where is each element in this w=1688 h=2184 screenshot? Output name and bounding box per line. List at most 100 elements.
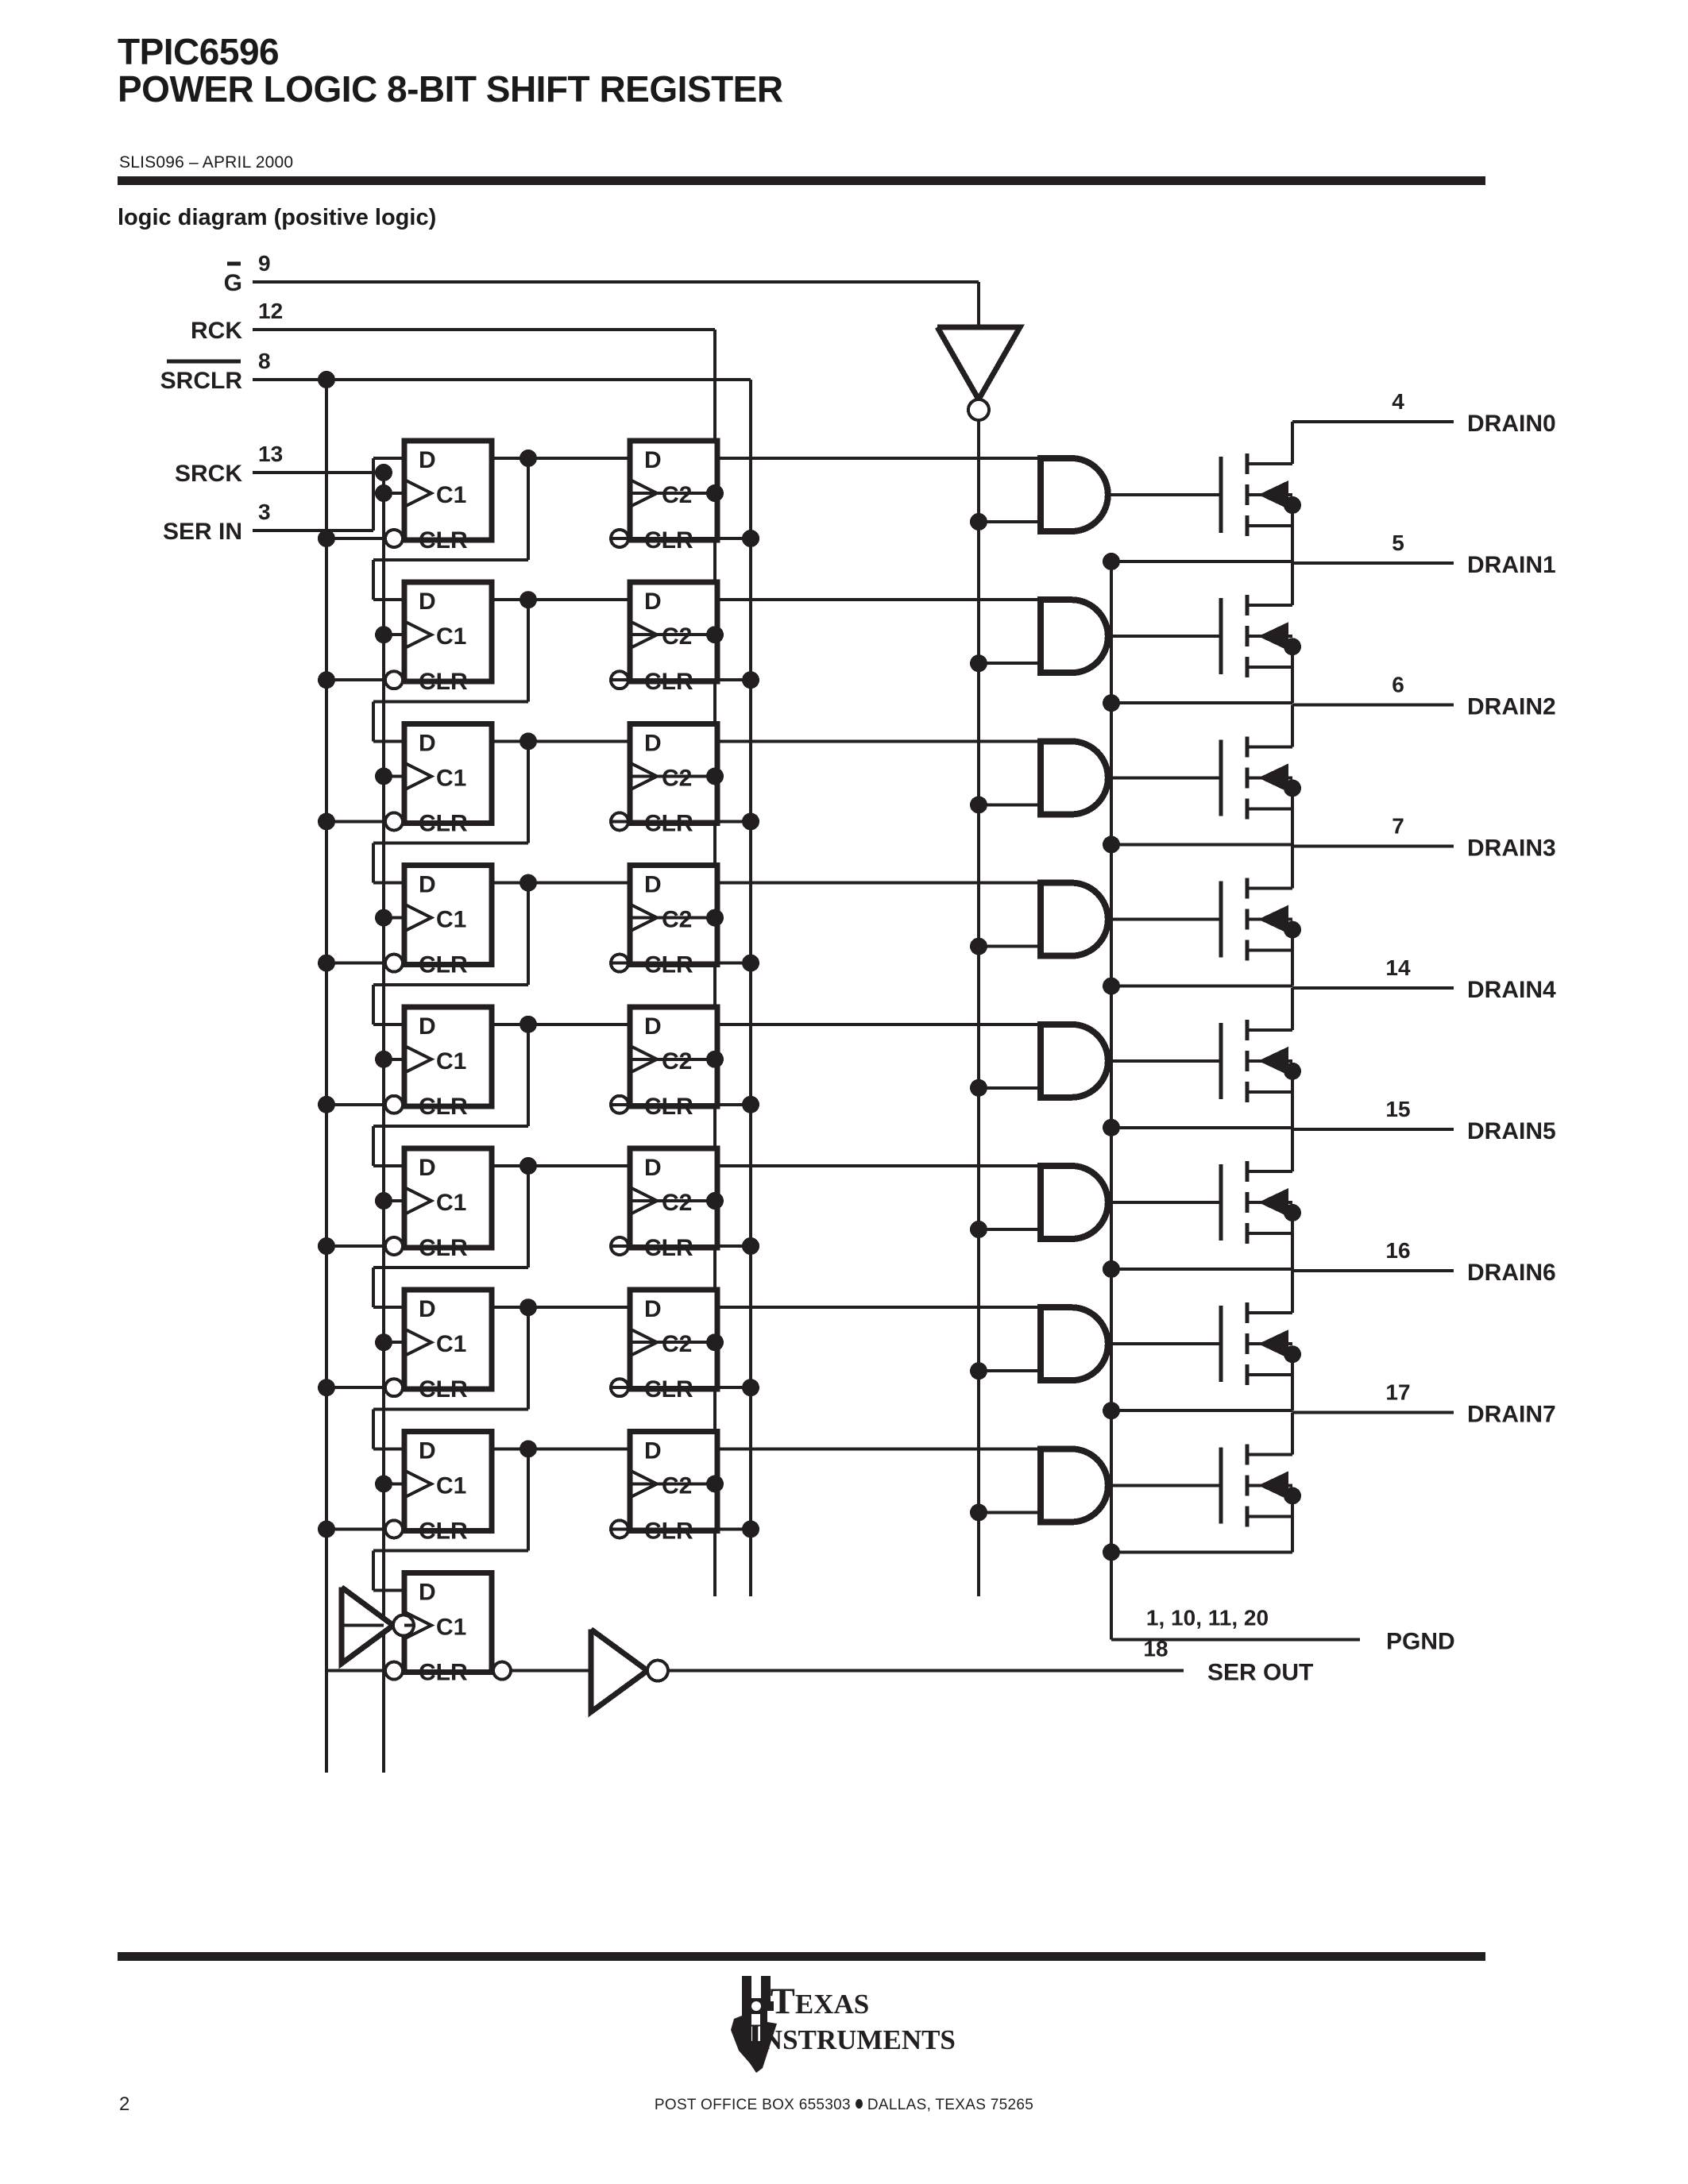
output-pin-number: 7 xyxy=(1392,814,1404,839)
ff-c2-label: C2 xyxy=(662,623,692,650)
shift-flipflop xyxy=(401,1428,495,1534)
ff-d-label: D xyxy=(419,730,436,756)
ff-clr-label: CLR xyxy=(419,669,468,695)
ff-d-label: D xyxy=(644,1155,662,1181)
ff-c1-label: C1 xyxy=(436,623,466,650)
shift-flipflop xyxy=(401,1004,495,1109)
input-pin-number: 12 xyxy=(258,299,283,323)
ff-d-label: D xyxy=(419,1296,436,1322)
ff-c2-label: C2 xyxy=(662,482,692,508)
ff-clr-label: CLR xyxy=(644,952,693,978)
pgnd-pin-numbers: 1, 10, 11, 20 xyxy=(1146,1605,1269,1630)
part-number: TPIC6596 xyxy=(118,31,280,72)
ti-wordmark-instruments: INSTRUMENTS xyxy=(747,2016,956,2058)
ff-d-label: D xyxy=(644,1437,662,1464)
storage-flipflop xyxy=(627,1145,720,1251)
ff-clr-label: CLR xyxy=(419,527,468,554)
output-pin-number: 16 xyxy=(1385,1238,1410,1263)
ff-clr-label: CLR xyxy=(644,527,693,554)
ti-logo: TEXAS INSTRUMENTS xyxy=(0,1976,1688,2085)
ff-d-label: D xyxy=(644,447,662,473)
input-label-srck: SRCK xyxy=(175,461,242,487)
and-gate xyxy=(1037,596,1111,677)
ff-d-label: D xyxy=(419,1013,436,1040)
footer-divider xyxy=(118,1952,1485,1961)
and-gate xyxy=(1037,1304,1111,1384)
and-gate xyxy=(1037,455,1111,534)
and-gate xyxy=(1037,1163,1111,1242)
ff-c1-label: C1 xyxy=(436,1190,466,1216)
ff-d-label: D xyxy=(419,1437,436,1464)
ff-c1-label: C1 xyxy=(436,765,466,791)
ff-clr-label: CLR xyxy=(419,1518,468,1544)
ff-c2-label: C2 xyxy=(662,1048,692,1075)
ff-d-label: D xyxy=(419,1155,436,1181)
ff-clr-label: CLR xyxy=(644,1518,693,1544)
output-pin-number: 6 xyxy=(1392,672,1404,696)
output-label-drain7: DRAIN7 xyxy=(1467,1401,1556,1427)
and-gate xyxy=(1037,738,1111,818)
ff-c2-label: C2 xyxy=(662,1190,692,1216)
input-label-g: G xyxy=(224,270,242,296)
ser-out-label: SER OUT xyxy=(1207,1660,1313,1686)
ti-wordmark-texas: TEXAS xyxy=(770,1981,870,2022)
output-pin-number: 14 xyxy=(1385,955,1411,980)
and-gate xyxy=(1037,1021,1111,1101)
address-pre: POST OFFICE BOX 655303 xyxy=(654,2097,851,2113)
pgnd-label: PGND xyxy=(1386,1628,1455,1654)
ff-c1-label: C1 xyxy=(436,1472,466,1499)
page-title: POWER LOGIC 8-BIT SHIFT REGISTER xyxy=(118,68,783,110)
ff-clr-label: CLR xyxy=(644,810,693,836)
input-label-rck: RCK xyxy=(191,318,242,344)
ff-clr-label: CLR xyxy=(644,1376,693,1403)
input-label-ser-in: SER IN xyxy=(163,519,242,545)
storage-flipflop xyxy=(627,438,720,543)
ff-c1-label: C1 xyxy=(436,1048,466,1075)
ff-clr-label: CLR xyxy=(419,810,468,836)
document-id: SLIS096 – APRIL 2000 xyxy=(119,153,294,172)
ff-d-label: D xyxy=(644,730,662,756)
ff-d-label: D xyxy=(419,872,436,898)
input-pin-number: 9 xyxy=(258,251,271,276)
output-label-drain3: DRAIN3 xyxy=(1467,835,1556,862)
output-label-drain5: DRAIN5 xyxy=(1467,1118,1556,1144)
ff-c2-label: C2 xyxy=(662,1331,692,1357)
ff-c2-label: C2 xyxy=(662,1472,692,1499)
ff-c2-label: C2 xyxy=(662,765,692,791)
ff-clr-label: CLR xyxy=(419,1094,468,1120)
output-pin-number: 15 xyxy=(1385,1097,1410,1121)
page-number: 2 xyxy=(119,2093,130,2115)
input-pin-number: 8 xyxy=(258,349,271,373)
and-gate xyxy=(1037,1445,1111,1526)
output-label-drain4: DRAIN4 xyxy=(1467,977,1556,1003)
ti-map-icon xyxy=(730,1976,777,2073)
page-header: TPIC6596 POWER LOGIC 8-BIT SHIFT REGISTE… xyxy=(118,33,783,108)
output-label-drain6: DRAIN6 xyxy=(1467,1260,1556,1286)
shift-flipflop xyxy=(401,438,495,543)
bullet-icon xyxy=(855,2099,863,2109)
output-pin-number: 5 xyxy=(1392,531,1404,555)
ser-out-pin-number: 18 xyxy=(1143,1637,1168,1661)
ff-c2-label: C2 xyxy=(662,907,692,933)
address-post: DALLAS, TEXAS 75265 xyxy=(867,2097,1034,2113)
ff-c1-label: C1 xyxy=(436,482,466,508)
input-pin-number: 3 xyxy=(258,500,271,524)
ff-clr-label: CLR xyxy=(419,952,468,978)
ff-d-label: D xyxy=(419,1580,436,1606)
ff-clr-label: CLR xyxy=(419,1235,468,1261)
shift-flipflop xyxy=(401,1287,495,1392)
header-divider xyxy=(118,176,1485,185)
section-title: logic diagram (positive logic) xyxy=(118,205,437,230)
output-pin-number: 4 xyxy=(1392,389,1404,414)
ff-c1-label: C1 xyxy=(436,1615,466,1641)
output-pin-number: 17 xyxy=(1385,1379,1410,1404)
ff-d-label: D xyxy=(644,872,662,898)
output-label-drain2: DRAIN2 xyxy=(1467,693,1556,720)
shift-flipflop xyxy=(401,720,495,826)
ff-clr-label: CLR xyxy=(419,1660,468,1686)
output-label-drain0: DRAIN0 xyxy=(1467,411,1556,437)
ff-d-label: D xyxy=(644,588,662,615)
ff-d-label: D xyxy=(644,1296,662,1322)
